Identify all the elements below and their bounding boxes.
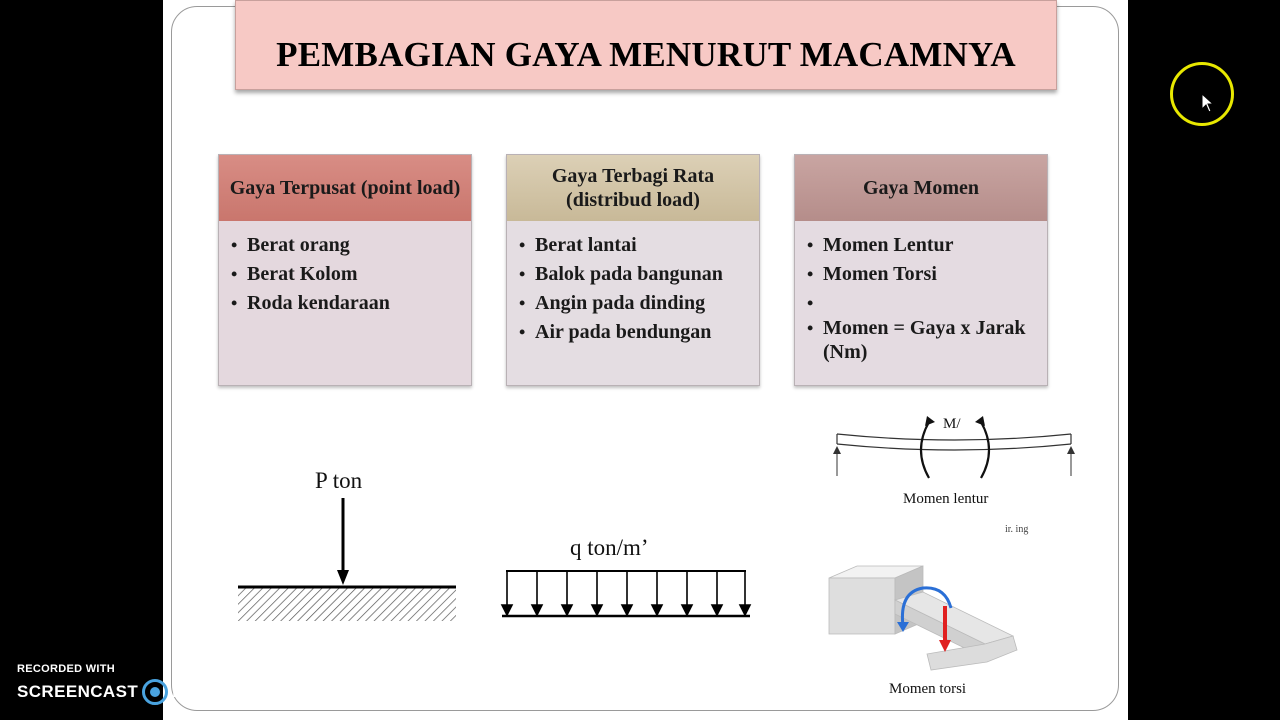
card-body: Berat orang Berat Kolom Roda kendaraan — [219, 221, 471, 385]
distributed-load-figure — [500, 570, 752, 618]
card-heading: Gaya Terpusat (point load) — [219, 155, 471, 221]
watermark-bottom: SCREENCAST MATIC — [17, 679, 227, 705]
list-item: Berat lantai — [517, 233, 749, 257]
card-heading: Gaya Momen — [795, 155, 1047, 221]
point-load-figure — [238, 498, 456, 621]
slide: PEMBAGIAN GAYA MENURUT MACAMNYA Gaya Ter… — [163, 0, 1128, 720]
card-body: Berat lantai Balok pada bangunan Angin p… — [507, 221, 759, 385]
list-item: Angin pada dinding — [517, 291, 749, 315]
moment-symbol: M/ — [943, 416, 961, 432]
list-item: Momen Torsi — [805, 262, 1037, 286]
list-item: Berat orang — [229, 233, 461, 257]
slide-title: PEMBAGIAN GAYA MENURUT MACAMNYA — [276, 35, 1016, 74]
cursor-highlight-ring — [1170, 62, 1234, 126]
watermark-suffix: MATIC — [172, 682, 227, 701]
list-item: Roda kendaraan — [229, 291, 461, 315]
list-item: Balok pada bangunan — [517, 262, 749, 286]
watermark-brand: SCREENCAST — [17, 682, 139, 701]
bending-caption: Momen lentur — [903, 491, 989, 507]
screencast-logo-icon — [142, 679, 169, 705]
torsion-moment-figure — [828, 565, 1018, 671]
bending-moment-figure — [833, 416, 1075, 479]
title-banner: PEMBAGIAN GAYA MENURUT MACAMNYA — [235, 0, 1057, 90]
distributed-load-label: q ton/m’ — [570, 535, 649, 560]
bending-fragment: ir. ing — [1005, 524, 1029, 535]
list-item: Air pada bendungan — [517, 320, 749, 344]
point-load-label: P ton — [315, 468, 363, 493]
torsion-caption: Momen torsi — [889, 681, 967, 697]
mouse-pointer-icon — [1201, 93, 1215, 113]
card-point-load: Gaya Terpusat (point load) Berat orang B… — [218, 154, 472, 386]
screencast-watermark: RECORDED WITH SCREENCAST MATIC — [17, 663, 227, 705]
list-item: Momen = Gaya x Jarak (Nm) — [805, 316, 1037, 364]
watermark-top: RECORDED WITH — [17, 663, 116, 675]
list-spacer — [805, 291, 1037, 315]
list-item: Berat Kolom — [229, 262, 461, 286]
list-item: Momen Lentur — [805, 233, 1037, 257]
card-distributed-load: Gaya Terbagi Rata (distribud load) Berat… — [506, 154, 760, 386]
card-moment: Gaya Momen Momen Lentur Momen Torsi Mome… — [794, 154, 1048, 386]
card-heading: Gaya Terbagi Rata (distribud load) — [507, 155, 759, 221]
card-body: Momen Lentur Momen Torsi Momen = Gaya x … — [795, 221, 1047, 385]
